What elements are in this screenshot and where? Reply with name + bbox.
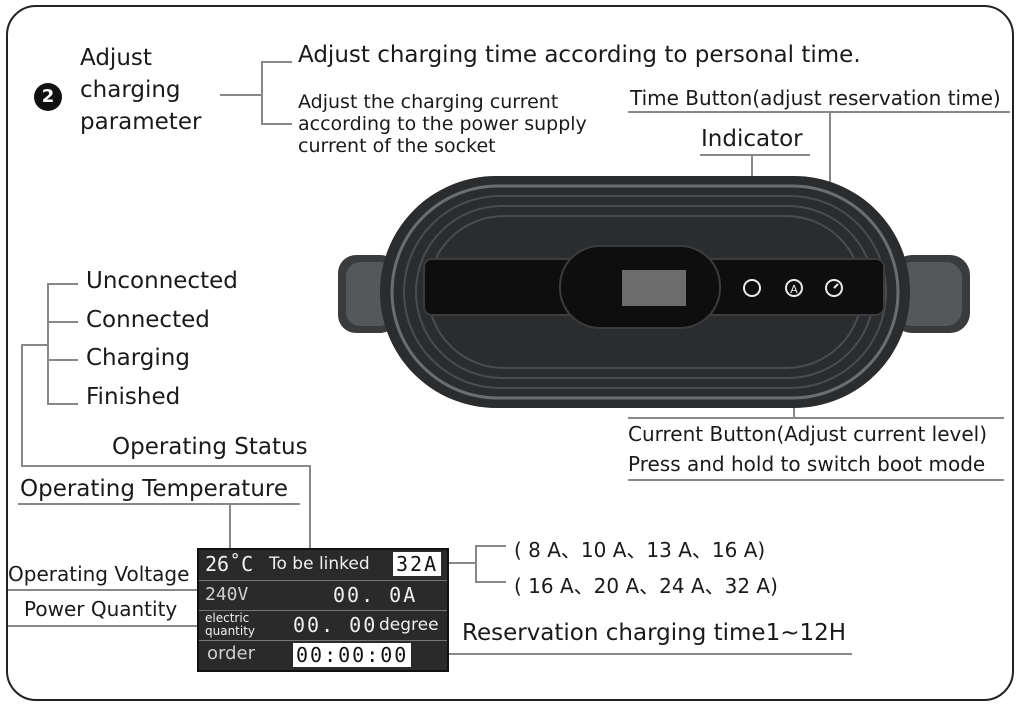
power-quantity-label: Power Quantity (24, 597, 178, 621)
lcd-current: 00. 0A (333, 583, 418, 607)
status-finished: Finished (86, 384, 181, 410)
lcd-row-energy: electric quantity 00. 00 degree (199, 610, 447, 641)
diagram-frame (6, 5, 1014, 701)
step-title-line: charging (80, 77, 181, 103)
time-button-label: Time Button(adjust reservation time) (630, 86, 1001, 110)
reservation-label: Reservation charging time1~12H (462, 620, 847, 646)
lcd-voltage: 240V (205, 584, 249, 605)
current-levels-high: ( 16 A、20 A、24 A、32 A) (514, 574, 778, 598)
lcd-display: 26˚C To be linked 32A 240V 00. 0A electr… (197, 548, 449, 672)
status-connected: Connected (86, 307, 210, 333)
lcd-row-status: 26˚C To be linked 32A (199, 550, 447, 580)
step-item-line: according to the power supply (298, 113, 587, 135)
step-item-charging-current: Adjust the charging current according to… (298, 91, 587, 157)
lcd-energy-label: electric quantity (205, 612, 255, 638)
current-button-symbol: A (790, 283, 798, 296)
lcd-status: To be linked (269, 554, 370, 574)
status-charging: Charging (86, 345, 190, 371)
step-item-line: current of the socket (298, 135, 496, 157)
indicator-label: Indicator (701, 126, 803, 152)
status-unconnected: Unconnected (86, 268, 238, 294)
lcd-order-time: 00:00:00 (293, 643, 412, 667)
current-button-label: Current Button(Adjust current level) (628, 422, 988, 446)
step-title-line: Adjust (80, 45, 152, 71)
lcd-energy-label-line: quantity (205, 624, 256, 638)
step-title-line: parameter (80, 109, 202, 135)
operating-temperature-label: Operating Temperature (20, 476, 288, 502)
lcd-row-order: order 00:00:00 (199, 640, 447, 671)
step-title: Adjust charging parameter (80, 42, 201, 138)
lcd-temperature: 26˚C (205, 552, 254, 576)
charger-device-illustration: A (338, 176, 970, 408)
lcd-energy-value: 00. 00 (293, 613, 378, 637)
operating-voltage-label: Operating Voltage (8, 562, 190, 586)
current-levels-low: ( 8 A、10 A、13 A、16 A) (514, 538, 766, 562)
step-item-charging-time: Adjust charging time according to person… (298, 42, 861, 68)
step-item-line: Adjust the charging current (298, 91, 559, 113)
lcd-order-label: order (207, 643, 255, 664)
lcd-energy-unit: degree (379, 615, 439, 635)
lcd-row-voltage: 240V 00. 0A (199, 580, 447, 611)
lcd-current-setting: 32A (393, 552, 442, 576)
current-button-hint: Press and hold to switch boot mode (628, 452, 986, 476)
step-number-badge: 2 (34, 83, 62, 111)
lcd-energy-label-line: electric (205, 611, 250, 625)
operating-status-label: Operating Status (112, 434, 308, 460)
